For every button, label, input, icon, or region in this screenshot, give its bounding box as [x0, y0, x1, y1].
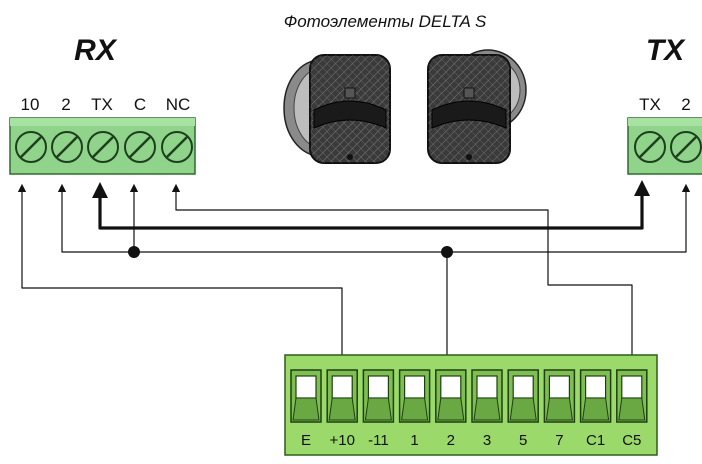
board-terminal-C5: C5 — [616, 369, 648, 449]
tx-terminal-label-tx: TX — [639, 95, 661, 114]
tx-terminal-block — [627, 117, 702, 175]
board-terminal-2: 2 — [435, 369, 467, 449]
junction-dot-left — [128, 246, 140, 258]
wires — [17, 180, 691, 380]
board-terminal-E: E — [290, 369, 322, 449]
wire-rxnc-to-board-c5 — [171, 183, 637, 380]
board-terminal-label: C5 — [622, 432, 641, 449]
board-terminal-label: 1 — [410, 432, 418, 449]
rx-screw-10 — [15, 131, 47, 163]
wire-rx10-to-board-plus10 — [17, 183, 347, 380]
board-terminal-label: 2 — [447, 432, 455, 449]
rx-screw-nc — [161, 131, 193, 163]
junction-dot-right — [441, 246, 453, 258]
rx-heading: RX — [74, 34, 118, 67]
board-terminal-3: 3 — [471, 369, 503, 449]
rx-terminal-label-nc: NC — [166, 95, 191, 114]
board-terminal-label: 3 — [483, 432, 491, 449]
rx-screw-c — [124, 131, 156, 163]
board-terminal-7: 7 — [543, 369, 576, 449]
board-terminal-5: 5 — [507, 369, 539, 449]
board-terminal-label: -11 — [368, 432, 389, 449]
wire-rxtx-to-txtx — [92, 180, 650, 230]
rx-terminal-block — [9, 117, 196, 175]
photocell-left-image — [283, 54, 391, 164]
photocell-right-image — [427, 49, 527, 164]
diagram-title: Фотоэлементы DELTA S — [284, 12, 487, 31]
wire-rx2-to-tx2 — [57, 183, 691, 253]
control-board: E +10 -11 1 2 3 5 7 C1 C5 — [284, 354, 658, 456]
rx-terminal-label-c: C — [134, 95, 146, 114]
board-terminal-label: 7 — [555, 432, 563, 449]
board-terminal-label: +10 — [329, 432, 354, 449]
board-terminal-1: 1 — [398, 369, 431, 449]
rx-screw-tx — [87, 131, 119, 163]
rx-screw-2 — [51, 131, 83, 163]
board-terminal-label: E — [301, 432, 311, 449]
tx-terminal-label-2: 2 — [681, 95, 690, 114]
tx-heading: TX — [646, 34, 686, 67]
board-terminal-C1: C1 — [579, 369, 612, 449]
board-terminal-minus11: -11 — [362, 369, 395, 449]
rx-terminal-label-10: 10 — [21, 95, 40, 114]
tx-screw-2 — [670, 131, 702, 163]
board-terminal-label: 5 — [519, 432, 527, 449]
tx-screw-tx — [634, 131, 666, 163]
board-terminal-label: C1 — [586, 432, 605, 449]
rx-terminal-label-2: 2 — [61, 95, 70, 114]
board-terminal-plus10: +10 — [326, 369, 358, 449]
rx-terminal-label-tx: TX — [91, 95, 113, 114]
